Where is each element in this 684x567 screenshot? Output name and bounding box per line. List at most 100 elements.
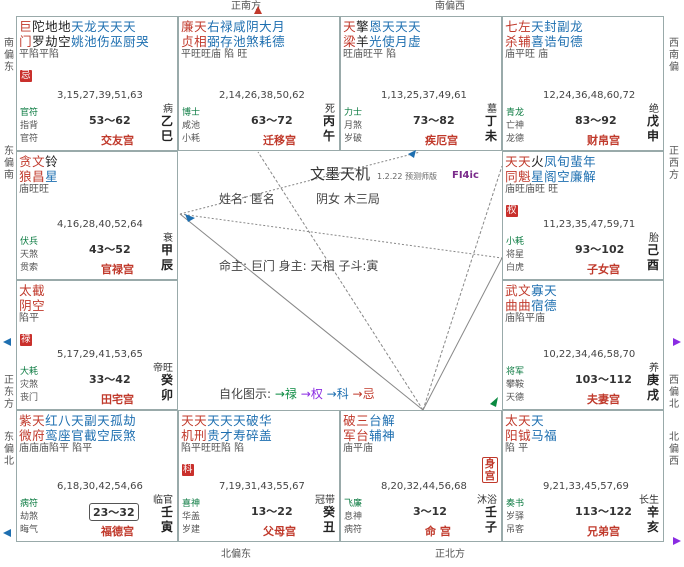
star-char: 太 xyxy=(505,413,518,428)
star-row: 贪文铃 xyxy=(19,154,58,169)
center-version: 1.2.22 预测师版 xyxy=(377,172,437,181)
direction-right-bottom: 北偏西 xyxy=(669,432,679,467)
star-char: 星 xyxy=(45,169,58,184)
star-char: 天 xyxy=(194,19,207,34)
sihua-badge: 权 xyxy=(506,205,518,217)
arrow-center-right-icon xyxy=(490,397,498,407)
god-list: 博士咸池小耗 xyxy=(182,107,200,146)
star-char: 座 xyxy=(58,428,71,443)
star-brightness: 陷平旺旺陷 陷 xyxy=(181,443,245,454)
star-char: 德 xyxy=(272,34,285,49)
decade-range: 73～82 xyxy=(413,114,455,127)
earthly-branch: 亥 xyxy=(646,520,659,534)
star-char: 天 xyxy=(518,413,531,428)
star-row: 狼昌星 xyxy=(19,169,58,184)
center-name-line: 姓名: 匿名 xyxy=(219,192,275,206)
star-char: 截 xyxy=(32,283,45,298)
direction-bottom-left: 北偏东 xyxy=(221,549,251,560)
star-row: 门罗劫空姚池伤巫厨哭 xyxy=(19,34,149,49)
star-char: 天 xyxy=(97,413,110,428)
god-name: 病符 xyxy=(20,499,39,509)
star-char: 宿 xyxy=(531,298,544,313)
decade-range: 23～32 xyxy=(89,503,139,521)
star-char: 天 xyxy=(181,413,194,428)
star-char: 辅 xyxy=(369,428,382,443)
direction-top-right: 南偏西 xyxy=(435,1,465,12)
star-char: 孤 xyxy=(110,413,123,428)
palace-stars: 天擎恩天天天梁羊光使月虚 xyxy=(343,19,421,49)
god-name: 岁建 xyxy=(182,525,201,535)
star-char: 八 xyxy=(58,413,71,428)
god-name: 小耗 xyxy=(506,237,525,247)
star-char: 相 xyxy=(194,34,207,49)
ganzhi: 壬寅 xyxy=(160,505,174,535)
star-char: 天 xyxy=(408,19,421,34)
palace-name: 夫妻宫 xyxy=(587,393,620,406)
palace-stars: 天天火凤旬蜚年同魁星阁空廉解 xyxy=(505,154,596,184)
star-char: 天 xyxy=(505,154,518,169)
star-char: 紫 xyxy=(19,413,32,428)
star-char: 截 xyxy=(84,428,97,443)
star-char: 天 xyxy=(531,413,544,428)
star-brightness: 庙平庙 xyxy=(343,443,373,454)
star-row: 太天天 xyxy=(505,413,557,428)
god-name: 青龙 xyxy=(506,108,525,118)
god-name: 岁破 xyxy=(344,134,363,144)
star-char: 擎 xyxy=(356,19,369,34)
age-list: 4,16,28,40,52,64 xyxy=(57,219,143,230)
god-name: 龙德 xyxy=(506,134,525,144)
center-code: FI4ic xyxy=(452,170,479,181)
god-name: 大耗 xyxy=(20,367,39,377)
star-char: 寿 xyxy=(233,428,246,443)
star-char: 巨 xyxy=(19,19,32,34)
star-char: 太 xyxy=(19,283,32,298)
god-name: 力士 xyxy=(344,108,363,118)
direction-right-mid: 正西方 xyxy=(669,146,679,181)
legend-ji: →忌 xyxy=(352,387,375,401)
star-char: 煞 xyxy=(246,34,259,49)
palace-stars: 武文寡天曲曲宿德 xyxy=(505,283,557,313)
star-row: 曲曲宿德 xyxy=(505,298,557,313)
star-char: 华 xyxy=(259,413,272,428)
star-char: 空 xyxy=(32,298,45,313)
star-char: 三 xyxy=(356,413,369,428)
decade-range: 33～42 xyxy=(89,373,131,386)
life-stage: 养 xyxy=(649,363,659,374)
god-name: 亡神 xyxy=(506,121,525,131)
god-list: 奏书岁驿吊客 xyxy=(506,498,524,537)
star-char: 辅 xyxy=(518,34,531,49)
direction-right-top: 西南偏 xyxy=(669,38,679,73)
god-name: 咸池 xyxy=(182,121,201,131)
star-row: 阴空 xyxy=(19,298,45,313)
life-stage: 病 xyxy=(163,104,173,115)
life-stage: 胎 xyxy=(649,233,659,244)
earthly-branch: 子 xyxy=(484,520,497,534)
direction-right-low: 西偏北 xyxy=(669,375,679,410)
star-char: 七 xyxy=(505,19,518,34)
heavenly-stem: 戊 xyxy=(646,114,659,128)
star-char: 同 xyxy=(505,169,518,184)
sihua-badge: 禄 xyxy=(20,334,32,346)
star-row: 同魁星阁空廉解 xyxy=(505,169,596,184)
star-char: 天 xyxy=(220,413,233,428)
heavenly-stem: 己 xyxy=(646,243,659,257)
god-name: 将军 xyxy=(506,367,525,377)
star-char: 福 xyxy=(544,428,557,443)
god-name: 伏兵 xyxy=(20,237,39,247)
star-char: 天 xyxy=(97,19,110,34)
star-char: 台 xyxy=(369,413,382,428)
star-char: 厨 xyxy=(123,34,136,49)
